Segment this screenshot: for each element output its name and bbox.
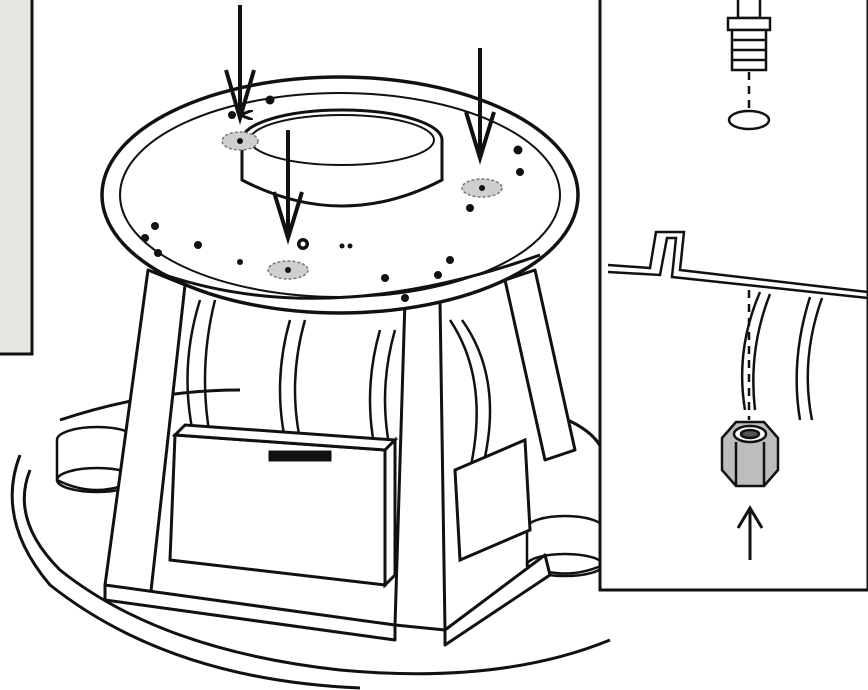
control-box bbox=[168, 423, 399, 589]
bolt-icon bbox=[726, 0, 772, 72]
up-arrow-icon bbox=[736, 505, 764, 560]
side-info-panel bbox=[0, 0, 34, 356]
side-cabinet bbox=[453, 437, 532, 563]
plate-edge-detail bbox=[607, 230, 868, 421]
duct-collar bbox=[240, 108, 444, 208]
fixing-point-4 bbox=[297, 238, 309, 250]
washer-icon bbox=[727, 109, 771, 131]
down-arrows bbox=[224, 5, 496, 245]
plate-bolt-holes bbox=[141, 95, 524, 302]
inset-detail-panel bbox=[598, 0, 868, 592]
nut-icon bbox=[720, 420, 780, 488]
fixing-point-1 bbox=[221, 131, 259, 151]
fixing-point-2 bbox=[461, 178, 503, 198]
fixing-point-3 bbox=[267, 260, 309, 280]
